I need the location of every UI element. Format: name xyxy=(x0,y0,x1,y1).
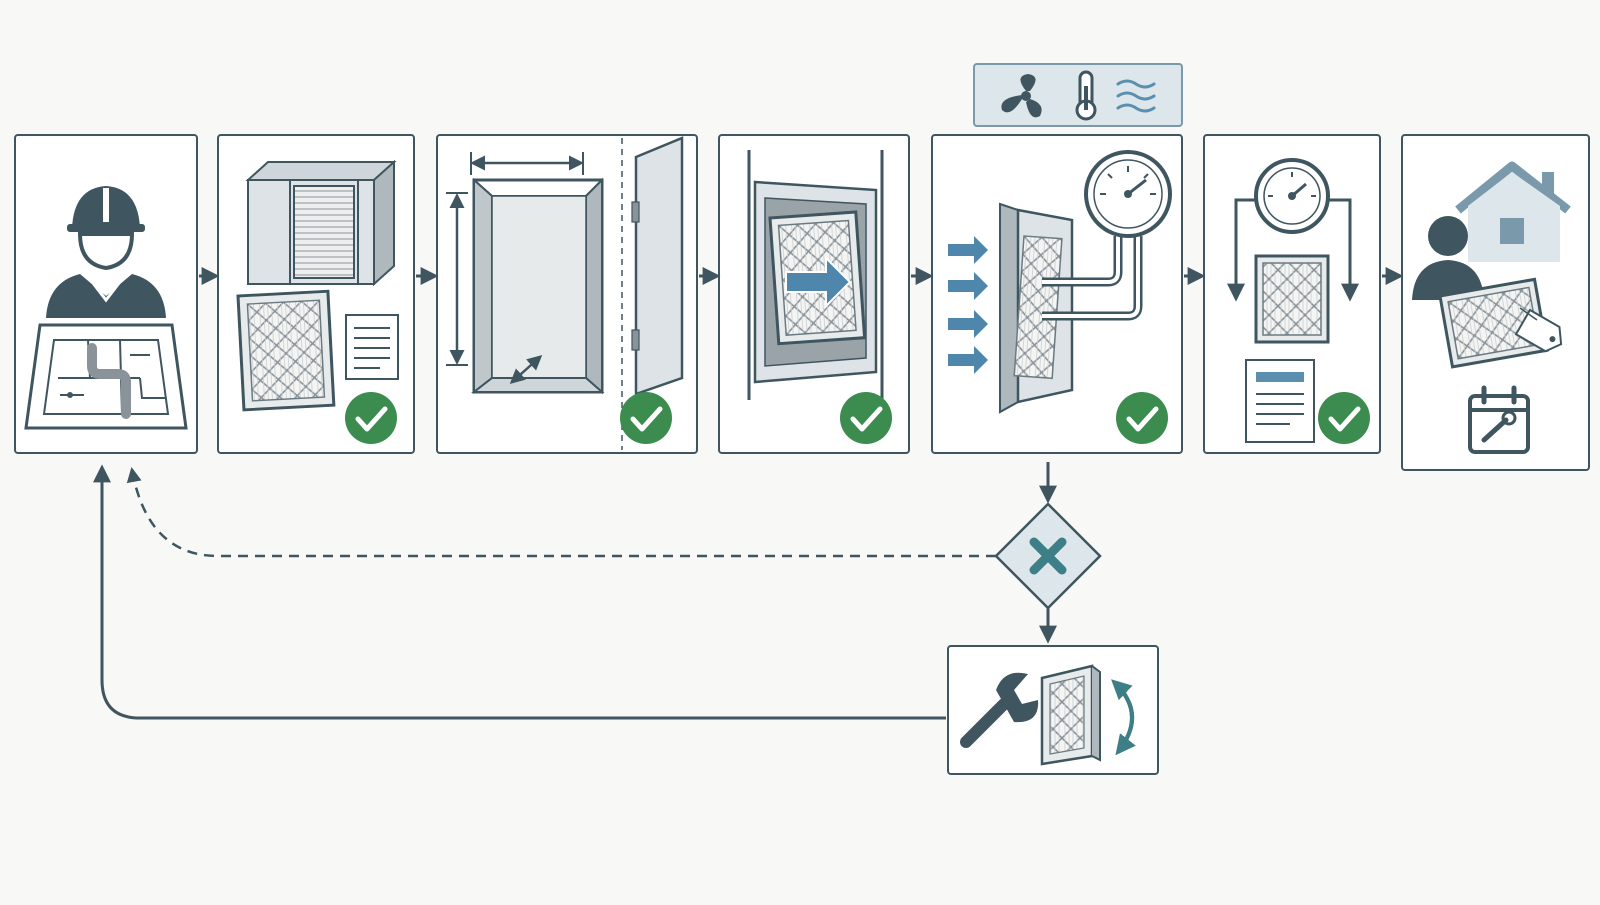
replace-arrow xyxy=(1111,679,1136,756)
fan-icon xyxy=(1001,74,1042,118)
remedy-panel xyxy=(947,645,1159,775)
customer-home-maintenance-icon xyxy=(1412,161,1571,454)
calendar-wrench-icon xyxy=(1468,385,1530,454)
check-icon xyxy=(840,392,892,444)
check-icon xyxy=(1116,392,1168,444)
wrench-icon xyxy=(960,672,1039,748)
engineer-blueprint-icon xyxy=(24,186,188,430)
humidity-icon xyxy=(1116,79,1156,113)
check-icon xyxy=(1318,392,1370,444)
check-icon xyxy=(620,392,672,444)
air-handler-filter-document-icon xyxy=(236,159,398,444)
gauge-filter-report-icon xyxy=(1227,158,1370,444)
check-icon xyxy=(345,392,397,444)
rework-loop-solid xyxy=(93,464,946,720)
filter-housing-measure-icon xyxy=(446,136,684,450)
filter-insert-icon xyxy=(747,150,892,444)
decision-fail xyxy=(994,462,1102,644)
operating-conditions-panel xyxy=(973,63,1183,127)
fail-x-icon xyxy=(1029,537,1067,575)
filter-icon xyxy=(1040,664,1101,766)
retry-loop-dashed xyxy=(126,467,996,558)
airflow-pressure-gauge-icon xyxy=(948,150,1172,444)
thermometer-icon xyxy=(1075,70,1097,121)
